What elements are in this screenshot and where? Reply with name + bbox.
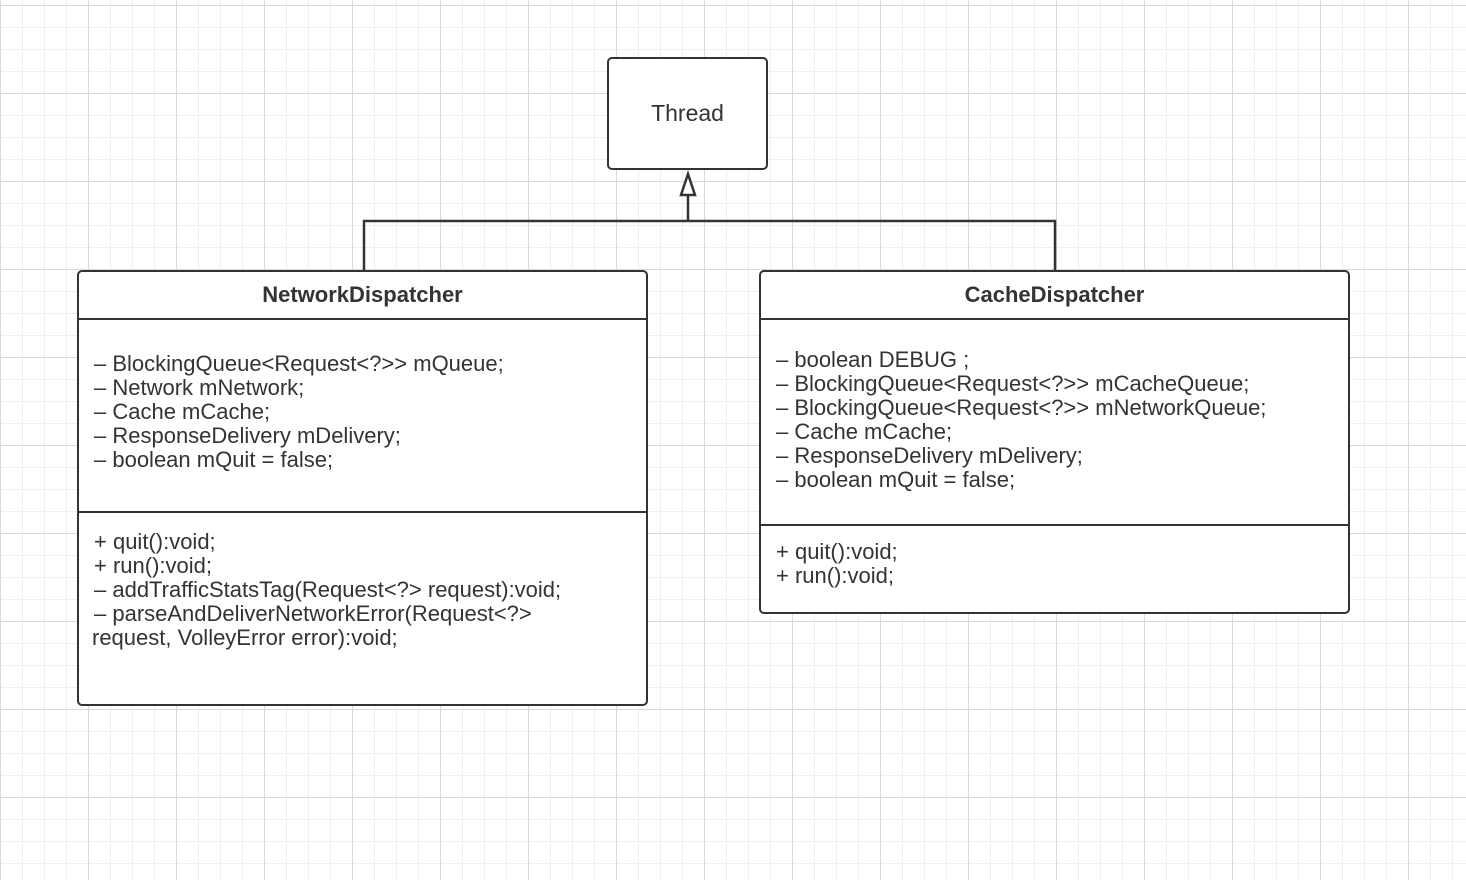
operation-line: + run():void;	[94, 553, 212, 578]
operation-line: + run():void;	[776, 563, 894, 588]
cache-dispatcher-class-box[interactable]: CacheDispatcher – boolean DEBUG ; – Bloc…	[759, 270, 1350, 614]
attribute-line: – boolean mQuit = false;	[776, 467, 1016, 492]
network-dispatcher-class-box[interactable]: NetworkDispatcher – BlockingQueue<Reques…	[77, 270, 648, 706]
cache-dispatcher-attributes: – boolean DEBUG ; – BlockingQueue<Reques…	[761, 320, 1348, 526]
network-dispatcher-operations: + quit():void; + run():void; – addTraffi…	[79, 513, 646, 650]
operation-line: + quit():void;	[776, 539, 898, 564]
network-dispatcher-connector	[362, 219, 1057, 270]
attribute-line: – BlockingQueue<Request<?>> mCacheQueue;	[776, 371, 1250, 396]
attribute-line: – Network mNetwork;	[94, 375, 305, 400]
thread-class-box[interactable]: Thread	[607, 57, 768, 170]
network-dispatcher-attributes: – BlockingQueue<Request<?>> mQueue; – Ne…	[79, 320, 646, 513]
attribute-line: – ResponseDelivery mDelivery;	[94, 423, 401, 448]
cache-dispatcher-class-name: CacheDispatcher	[964, 282, 1145, 307]
attribute-line: – ResponseDelivery mDelivery;	[776, 443, 1083, 468]
attribute-line: – Cache mCache;	[94, 399, 271, 424]
attribute-line: – boolean DEBUG ;	[776, 347, 970, 372]
generalization-arrowhead-icon	[679, 170, 697, 197]
operation-line: – parseAndDeliverNetworkError(Request<?>	[94, 601, 532, 626]
attribute-line: – BlockingQueue<Request<?>> mQueue;	[94, 351, 504, 376]
thread-class-name: Thread	[651, 100, 724, 126]
network-dispatcher-class-name: NetworkDispatcher	[262, 282, 463, 307]
attribute-line: – BlockingQueue<Request<?>> mNetworkQueu…	[776, 395, 1267, 420]
operation-line: – addTrafficStatsTag(Request<?> request)…	[94, 577, 562, 602]
cache-dispatcher-header: CacheDispatcher	[761, 272, 1348, 320]
network-dispatcher-header: NetworkDispatcher	[79, 272, 646, 320]
cache-dispatcher-operations: + quit():void; + run():void;	[761, 526, 1348, 588]
attribute-line: – boolean mQuit = false;	[94, 447, 334, 472]
attribute-line: – Cache mCache;	[776, 419, 953, 444]
operation-line: + quit():void;	[94, 529, 216, 554]
operation-line: request, VolleyError error):void;	[92, 625, 398, 650]
